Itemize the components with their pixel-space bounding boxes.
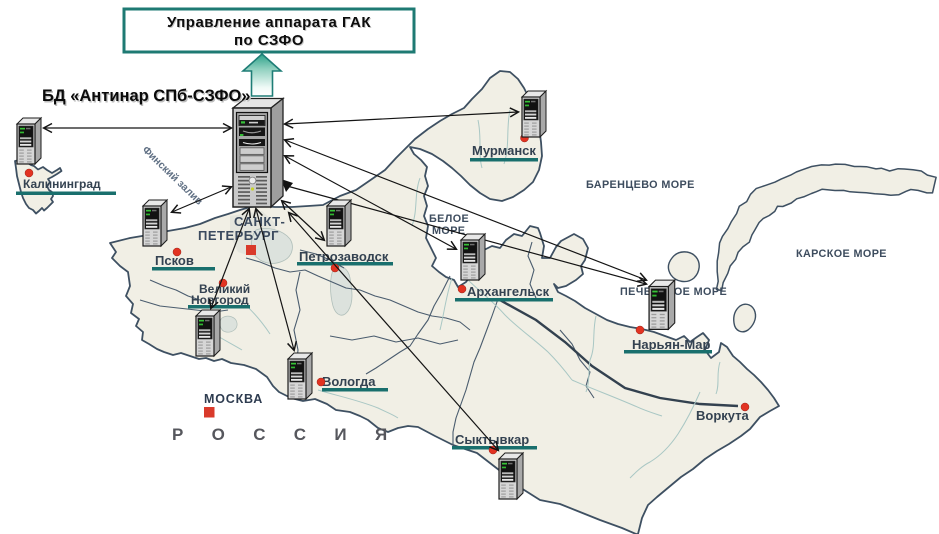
svg-text:Р О С С И Я: Р О С С И Я [172, 425, 399, 444]
svg-text:БД «Антинар СПб-СЗФО»: БД «Антинар СПб-СЗФО» [43, 88, 251, 106]
svg-text:Мурманск: Мурманск [472, 143, 536, 158]
svg-text:Воркута: Воркута [696, 408, 750, 423]
svg-text:Сыктывкар: Сыктывкар [455, 432, 529, 447]
svg-text:Калининград: Калининград [23, 177, 101, 191]
svg-text:Новгород: Новгород [191, 293, 249, 307]
svg-text:Нарьян-Мар: Нарьян-Мар [632, 337, 711, 352]
svg-text:БЕЛОЕ: БЕЛОЕ [429, 213, 469, 225]
svg-text:по СЗФО: по СЗФО [235, 33, 305, 50]
svg-text:Управление аппарата ГАК: Управление аппарата ГАК [167, 14, 371, 31]
svg-text:КАРСКОЕ МОРЕ: КАРСКОЕ МОРЕ [796, 248, 887, 260]
svg-text:по СЗФО: по СЗФО [234, 32, 304, 49]
svg-text:Псков: Псков [155, 253, 194, 268]
svg-text:Управление аппарата ГАК: Управление аппарата ГАК [168, 15, 372, 32]
svg-text:БАРЕНЦЕВО МОРЕ: БАРЕНЦЕВО МОРЕ [586, 179, 695, 191]
svg-text:МОСКВА: МОСКВА [204, 392, 263, 406]
svg-text:Петрозаводск: Петрозаводск [299, 249, 389, 264]
svg-text:Архангельск: Архангельск [467, 284, 550, 299]
svg-text:Вологда: Вологда [322, 374, 376, 389]
svg-text:БД «Антинар СПб-СЗФО»: БД «Антинар СПб-СЗФО» [42, 87, 250, 105]
